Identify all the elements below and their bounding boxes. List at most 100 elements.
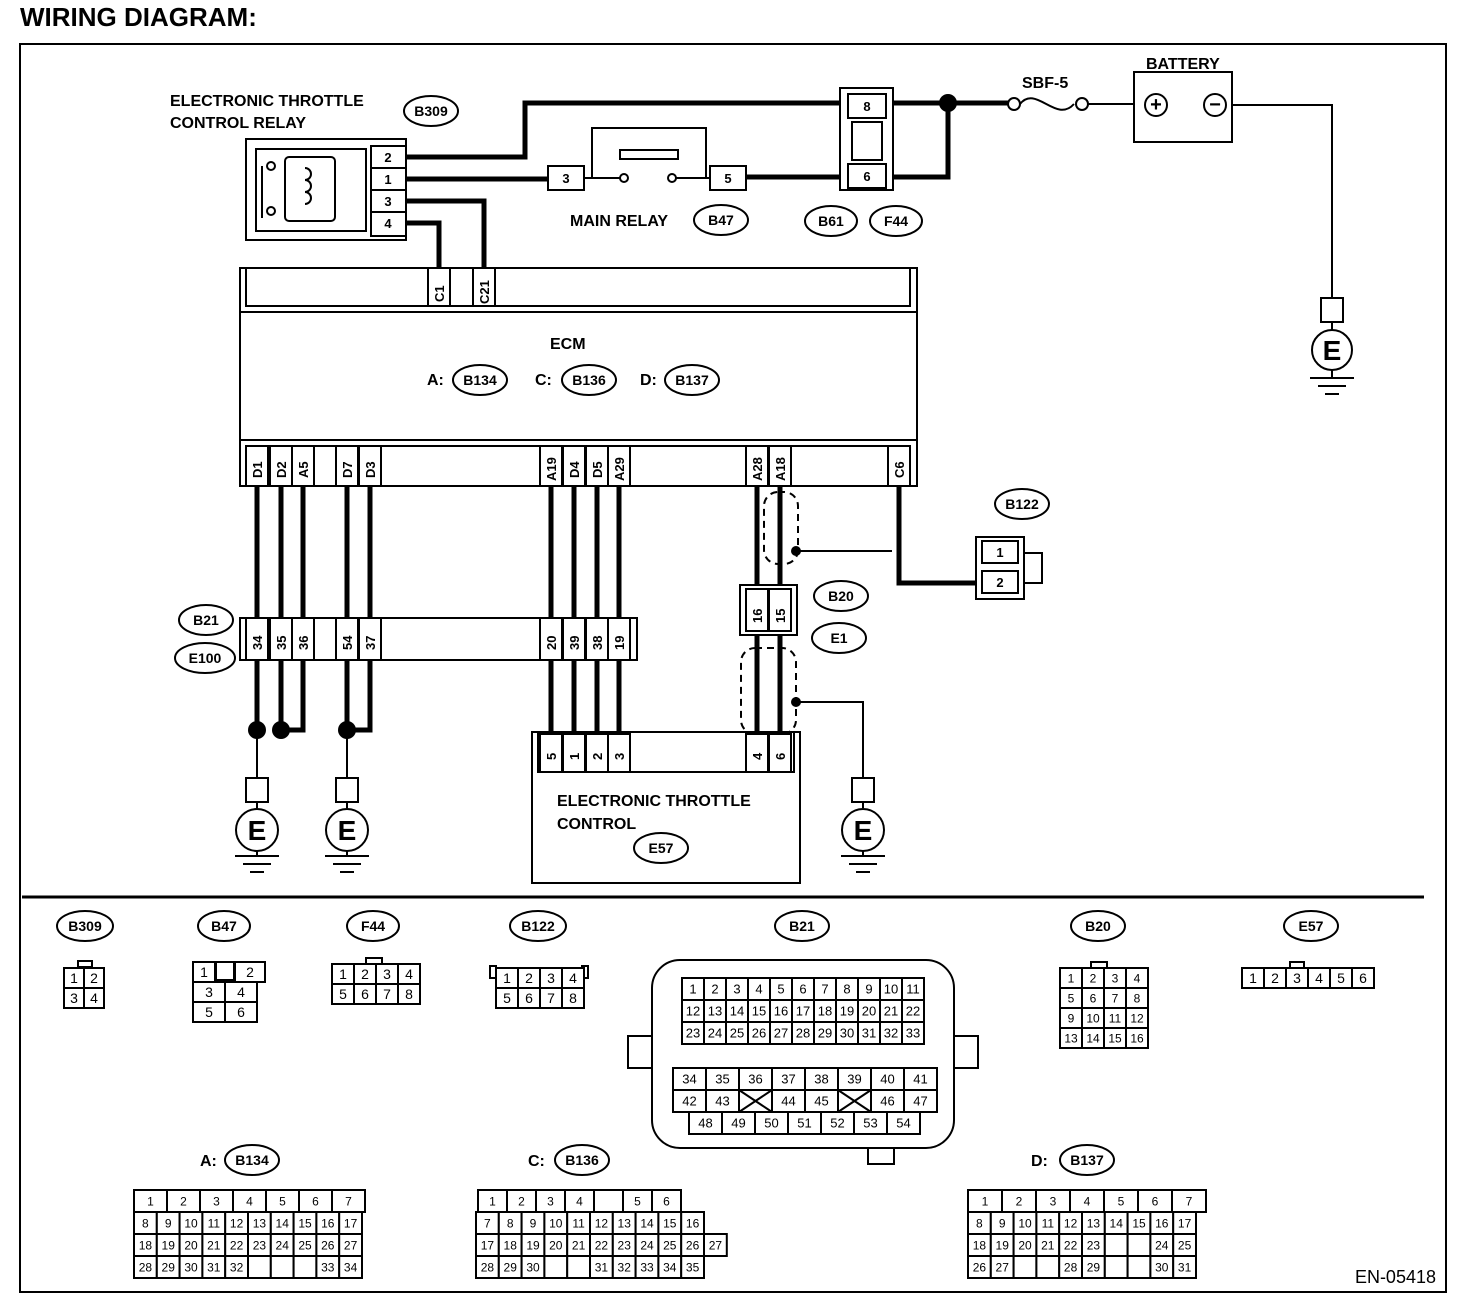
shield-splice-upper	[791, 546, 801, 556]
blocked-cavity	[837, 1089, 872, 1113]
connector-pin-number: 26	[752, 1026, 766, 1041]
connector-pin-number: 12	[1130, 1011, 1144, 1025]
connector-pin-number: 12	[595, 1216, 609, 1230]
connector-pin-number: 10	[549, 1216, 563, 1230]
face-prefix: C:	[528, 1153, 545, 1170]
connector-pin-number: 54	[896, 1116, 910, 1131]
connector-pin-number: 4	[1315, 970, 1323, 986]
connector-pin-number: 5	[1118, 1194, 1125, 1208]
connector-pin-number: 13	[618, 1216, 632, 1230]
shield-upper	[763, 491, 799, 565]
ecm-ref: B136	[572, 372, 606, 388]
ecm-bottom-pin: C6	[892, 461, 907, 478]
connector-pin-number: 2	[518, 1194, 525, 1208]
connector-pin-number: 16	[1155, 1216, 1169, 1230]
connector-pin-number: 32	[884, 1026, 898, 1041]
connector-pin-number: 4	[90, 990, 98, 1006]
connector-pin-number: 3	[1293, 970, 1301, 986]
connector-pin-number: 37	[781, 1072, 795, 1087]
b309-latch	[77, 960, 93, 968]
ecm-bottom-pin: D7	[340, 461, 355, 478]
connector-pin-number: 8	[976, 1216, 983, 1230]
connector-pin-number: 16	[1130, 1031, 1144, 1045]
connector-pin-number: 7	[821, 982, 828, 997]
connector-pin-number: 3	[213, 1194, 220, 1208]
connector-pin-number: 8	[405, 986, 413, 1002]
connector-pin-cell	[680, 1255, 706, 1279]
connector-pin-number: 29	[162, 1260, 176, 1274]
connector-pin-cell	[1035, 1255, 1061, 1279]
connector-pin-number: 27	[774, 1026, 788, 1041]
ecm-label: ECM	[550, 336, 586, 353]
main-relay-pin-right: 5	[724, 171, 731, 186]
connector-pin-number: 20	[862, 1004, 876, 1019]
connector-pin-number: 20	[1018, 1238, 1032, 1252]
b20-pin: 16	[750, 609, 765, 623]
ecm-bottom-pin: D4	[567, 461, 582, 478]
fuse-block-pin: 8	[863, 99, 870, 114]
face-prefix: A:	[200, 1153, 217, 1170]
connector-pin-number: 3	[205, 984, 213, 1000]
shield-lower	[740, 647, 797, 735]
connector-pin-number: 5	[1337, 970, 1345, 986]
connector-pin-number: 28	[139, 1260, 153, 1274]
fuse-block-ref: B61	[818, 213, 844, 229]
connector-pin-number: 30	[1155, 1260, 1169, 1274]
etc-pin: 5	[544, 753, 559, 760]
connector-pin-number: 14	[1110, 1216, 1124, 1230]
connector-pin-number: 23	[1087, 1238, 1101, 1252]
connector-pin-number: 2	[180, 1194, 187, 1208]
connector-pin-cell	[292, 1255, 318, 1279]
connector-pin-cell	[247, 1255, 272, 1279]
connector-pin-number: 1	[1249, 970, 1257, 986]
connector-pin-number: 10	[1018, 1216, 1032, 1230]
power-wires	[406, 100, 1008, 268]
b21-ref: E100	[189, 650, 222, 666]
connector-pin-number: 2	[246, 964, 254, 980]
etc-pin: 1	[567, 753, 582, 760]
main-relay: 3 5 MAIN RELAY B47	[547, 127, 749, 236]
ground-battery: E	[1310, 297, 1354, 395]
main-relay-name: MAIN RELAY	[570, 213, 668, 230]
ecm-ref-prefix: C:	[535, 372, 552, 389]
ground-label: E	[248, 815, 267, 846]
connector-pin-number: 6	[1090, 991, 1097, 1005]
connector-pin-number: 8	[843, 982, 850, 997]
connector-pin-number: 21	[207, 1238, 221, 1252]
fuse-sbf5: SBF-5	[1007, 75, 1134, 111]
relay-pin: 2	[384, 150, 391, 165]
connector-pin-number: 19	[840, 1004, 854, 1019]
connector-pin-cell	[886, 1111, 921, 1135]
b21-pin: 34	[250, 635, 265, 650]
connector-pin-number: 18	[504, 1238, 518, 1252]
face-ref: F44	[361, 918, 385, 934]
connector-pin-number: 16	[321, 1216, 335, 1230]
connector-pin-number: 8	[569, 990, 577, 1006]
connector-pin-number: 17	[1178, 1216, 1192, 1230]
connector-pin-number: 9	[165, 1216, 172, 1230]
connector-pin-number: 4	[246, 1194, 253, 1208]
relay-name-line1: ELECTRONIC THROTTLE	[170, 93, 364, 110]
etc-ref: E57	[649, 840, 674, 856]
connector-pin-cell	[543, 1255, 569, 1279]
connector-pin-number: 3	[70, 990, 78, 1006]
connector-pin-number: 9	[530, 1216, 537, 1230]
shield-splice-lower	[791, 697, 801, 707]
connector-pin-number: 6	[1359, 970, 1367, 986]
fuse-block-pin: 6	[863, 169, 870, 184]
connector-pin-number: 27	[996, 1260, 1010, 1274]
connector-pin-number: 12	[230, 1216, 244, 1230]
face-prefix: D:	[1031, 1153, 1048, 1170]
connector-pin-number: 22	[1064, 1238, 1078, 1252]
connector-pin-number: 34	[682, 1072, 696, 1087]
connector-pin-number: 34	[344, 1260, 358, 1274]
connector-pin-number: 22	[595, 1238, 609, 1252]
connector-pin-number: 5	[503, 990, 511, 1006]
connector-pin-number: 19	[162, 1238, 176, 1252]
connector-b20-schematic: 16 15 B20 E1	[739, 580, 869, 654]
fuse-label: SBF-5	[1022, 75, 1068, 92]
connector-pin-number: 32	[230, 1260, 244, 1274]
ecm-bottom-pin: A19	[544, 457, 559, 481]
ecm-ref-prefix: A:	[427, 372, 444, 389]
